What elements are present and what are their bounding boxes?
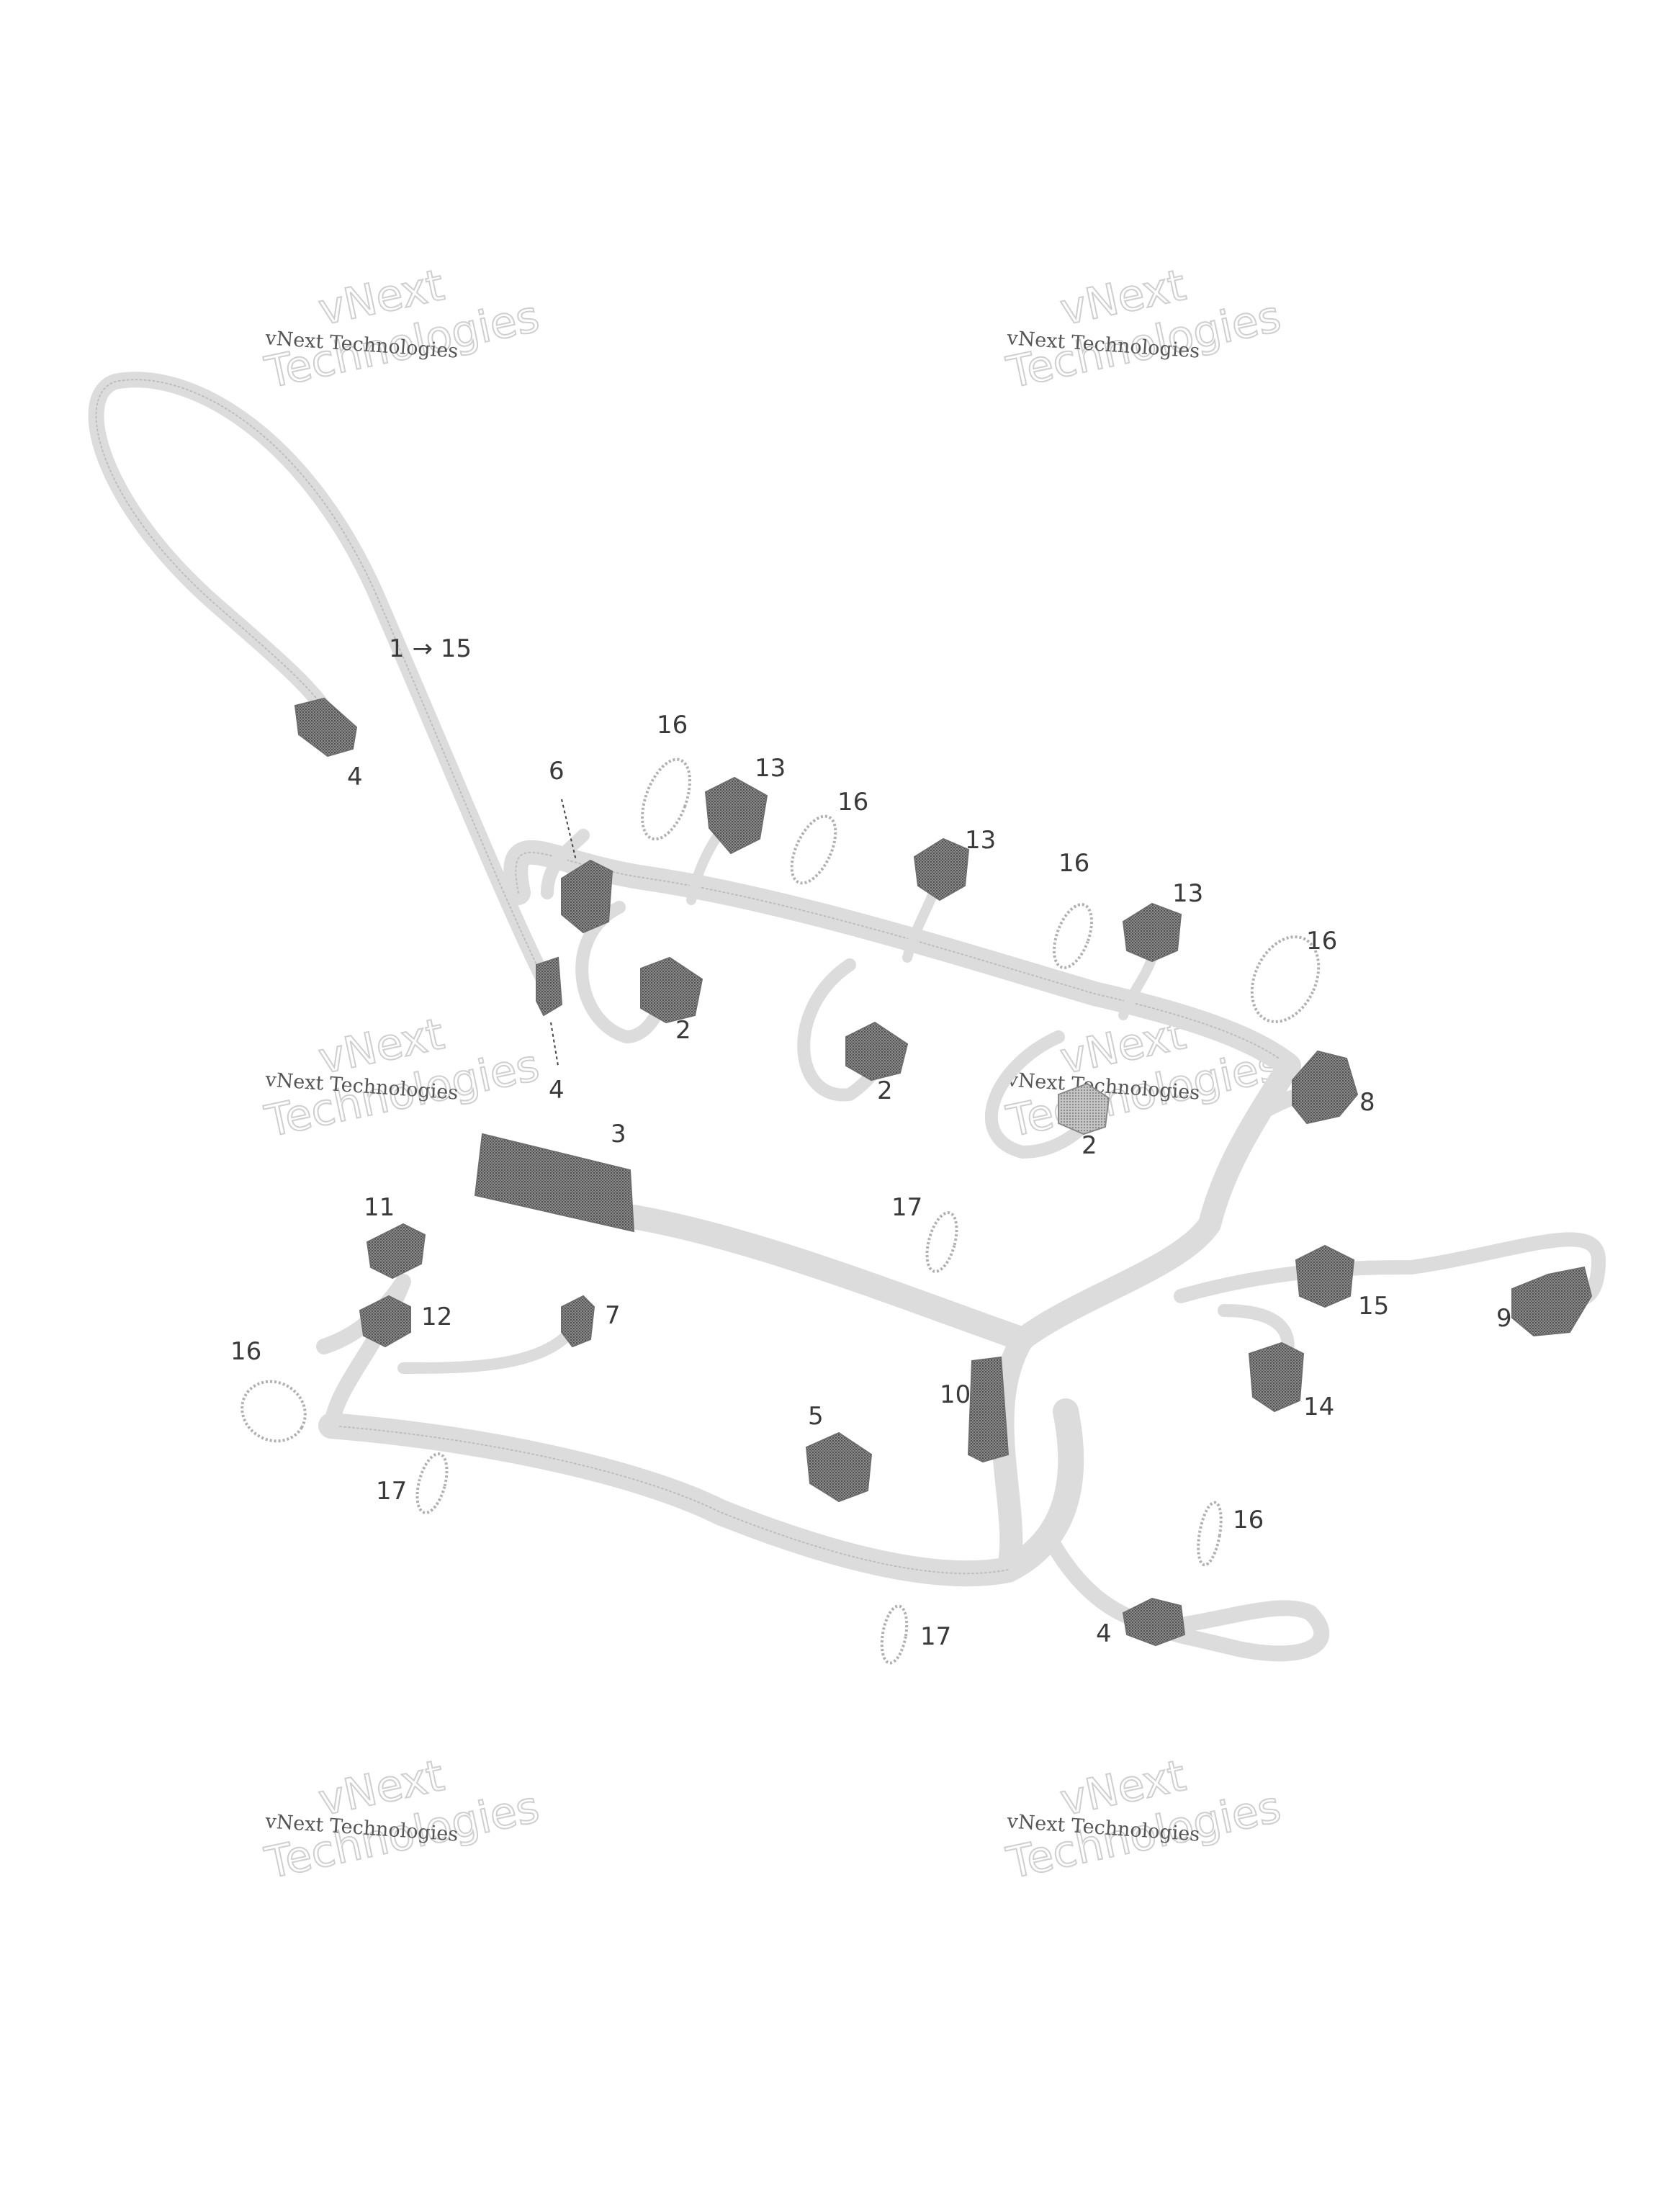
callout-13: 13: [1172, 879, 1203, 908]
callout-16: 16: [657, 711, 688, 739]
cable-diagonal: [621, 1205, 1035, 1352]
connector-13-c: [1122, 902, 1182, 963]
ring-16: [240, 1380, 307, 1443]
callout-17: 17: [891, 1193, 922, 1222]
callout-16: 16: [1306, 927, 1337, 956]
callout-15: 15: [1358, 1292, 1389, 1321]
leader-line-4: [550, 1022, 559, 1066]
cable-loop-2c: [985, 1030, 1101, 1159]
callout-2: 2: [877, 1076, 893, 1105]
callout-4: 4: [1096, 1619, 1112, 1648]
connector-13-a: [704, 776, 768, 855]
cable-lower-trunk: [318, 1398, 1084, 1587]
connector-9: [1511, 1266, 1593, 1337]
cable-edge: [331, 1425, 1009, 1575]
rings: [240, 757, 1321, 1665]
callout-labels: 1 → 15 4 16 6 13 16 13 16 13 16 2 4 2 2 …: [230, 634, 1512, 1651]
watermark-bottom-left: Technologies vNext: [260, 1750, 544, 1889]
connector-4-mid: [536, 956, 563, 1017]
callout-7: 7: [605, 1301, 621, 1330]
watermark-top-left: Technologies vNext: [260, 259, 544, 399]
harness-cables: [88, 372, 1606, 1662]
connector-5: [805, 1431, 873, 1503]
callout-4: 4: [549, 1076, 565, 1105]
ring-16: [1250, 935, 1321, 1023]
ring-16: [1053, 903, 1093, 969]
connector-3: [474, 1133, 635, 1233]
connector-4-upper: [294, 697, 358, 757]
connector-4-lower: [1122, 1597, 1186, 1647]
callout-13: 13: [965, 826, 996, 855]
connector-8: [1292, 1050, 1359, 1125]
callout-16: 16: [230, 1337, 261, 1366]
connector-11: [366, 1223, 426, 1280]
callout-11: 11: [364, 1193, 395, 1222]
connector-12: [359, 1295, 411, 1348]
watermark-bottom-right: Technologies vNext: [1002, 1750, 1286, 1889]
watermark-top-right: Technologies vNext: [1002, 259, 1286, 399]
cable-loop-upper: [88, 372, 555, 994]
leader-line-6: [561, 799, 577, 861]
callout-17: 17: [920, 1622, 951, 1651]
connector-13-b: [913, 837, 970, 902]
cable-right-descent: [991, 1054, 1300, 1581]
callout-12: 12: [421, 1303, 452, 1331]
callout-16: 16: [1233, 1506, 1264, 1534]
watermark-mid-left: Technologies vNext: [260, 1008, 544, 1148]
callout-5: 5: [808, 1402, 824, 1431]
connectors: [294, 697, 1593, 1647]
callout-range-1-15: 1 → 15: [389, 634, 472, 663]
cable-edge: [95, 379, 548, 987]
callout-17: 17: [376, 1477, 407, 1506]
cable-branch-13c: [1118, 953, 1157, 1020]
connector-2-c: [1058, 1082, 1110, 1136]
callout-16: 16: [1058, 849, 1089, 878]
callout-3: 3: [611, 1120, 626, 1148]
connector-7: [561, 1295, 595, 1348]
callout-2: 2: [1082, 1131, 1097, 1160]
cable-edge: [515, 851, 1290, 1066]
ring-16: [641, 757, 691, 841]
ring-16: [790, 814, 837, 885]
cable-left-branch: [316, 1274, 411, 1434]
callout-10: 10: [940, 1380, 971, 1409]
ring-16: [1197, 1501, 1223, 1567]
connector-14: [1248, 1341, 1305, 1413]
ring-17: [415, 1452, 449, 1514]
cable-loop-bottom: [1043, 1533, 1330, 1662]
ring-17: [880, 1604, 909, 1665]
cable-branch-6: [541, 829, 590, 899]
callout-16: 16: [837, 788, 868, 817]
connector-15: [1295, 1244, 1355, 1308]
callout-14: 14: [1303, 1393, 1334, 1421]
connector-2-b: [845, 1021, 909, 1082]
cable-branch-7: [397, 1319, 582, 1374]
ring-17: [925, 1211, 958, 1273]
leader-lines: [550, 799, 577, 1066]
connector-10: [967, 1356, 1010, 1463]
connector-6-upper: [561, 859, 613, 934]
callout-4: 4: [347, 763, 363, 791]
callout-8: 8: [1359, 1088, 1375, 1117]
callout-13: 13: [755, 754, 786, 783]
callout-2: 2: [675, 1016, 691, 1045]
connector-2-a: [640, 956, 703, 1024]
callout-9: 9: [1496, 1304, 1512, 1333]
callout-6: 6: [549, 757, 565, 786]
